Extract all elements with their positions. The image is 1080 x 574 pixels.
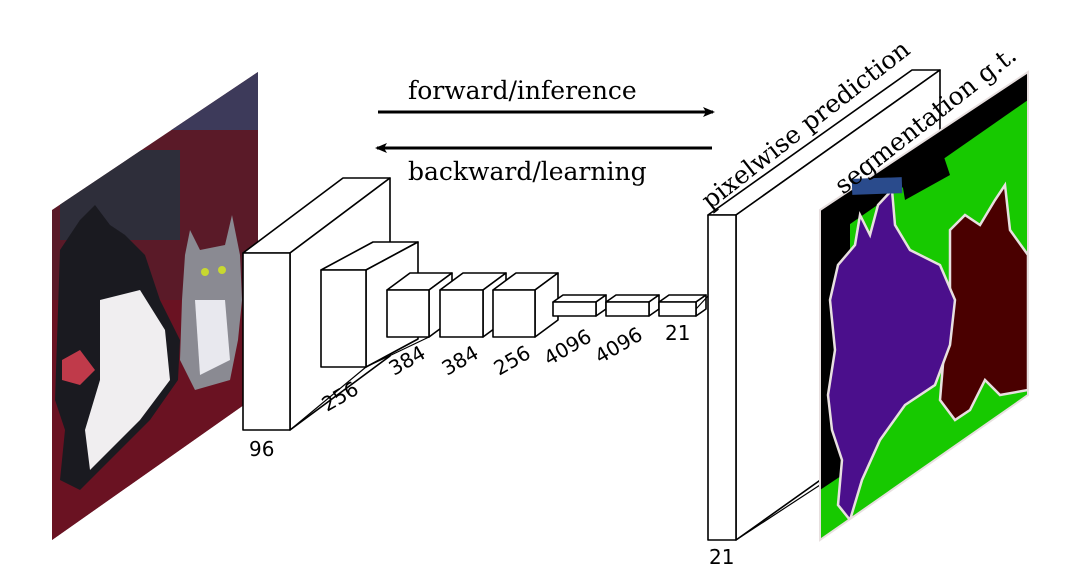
backward-label: backward/learning [408,157,647,186]
fc6-block [552,294,607,317]
forward-label: forward/inference [408,76,637,105]
conv1-label: 96 [249,437,274,461]
conv5-block [492,272,559,338]
annotation-tab [851,177,903,195]
groundtruth-frame [819,70,1029,542]
fc6-label: 4096 [540,324,596,370]
cat-shape [180,215,242,390]
score-label: 21 [665,321,690,345]
conv4-label: 384 [438,340,483,380]
fc7-label: 4096 [591,322,647,368]
input-image [52,72,258,540]
conv5-label: 256 [490,340,535,380]
prediction-channels-label: 21 [709,545,734,569]
score-block [658,294,707,317]
dog-shape [55,205,180,490]
fc7-block [605,294,660,317]
network-layers [242,177,707,431]
